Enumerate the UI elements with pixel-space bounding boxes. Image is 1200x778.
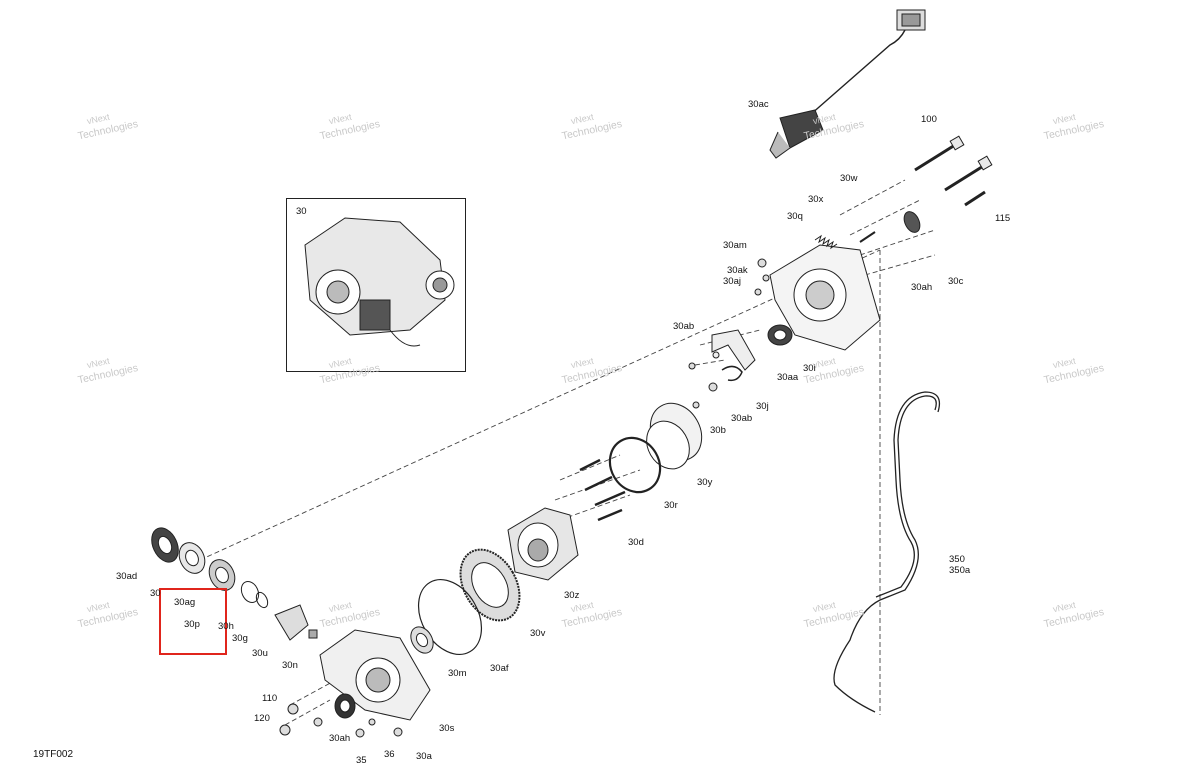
part-label-30aj: 30aj: [723, 276, 741, 287]
inset-assembly-sketch: [304, 217, 455, 347]
part-label-30n: 30n: [282, 660, 298, 671]
shift-fork-30j: [711, 329, 756, 382]
highlight-box: [159, 588, 227, 655]
ring-gear-30v: [459, 548, 521, 622]
bolt-set-30d: [579, 458, 626, 522]
part-label-110: 110: [262, 693, 278, 704]
part-label-30ab-top: 30ab: [673, 321, 695, 332]
part-label-30g: 30g: [232, 633, 248, 644]
part-label-30q: 30q: [787, 211, 803, 222]
part-label-100: 100: [921, 114, 937, 125]
part-label-350a: 350a: [949, 565, 971, 576]
part-label-30ah-bottom: 30ah: [329, 733, 351, 744]
part-label-30i: 30i: [803, 363, 816, 374]
part-label-30ah-top: 30ah: [911, 282, 933, 293]
part-label-30w: 30w: [840, 173, 858, 184]
part-label-30af: 30af: [490, 663, 509, 674]
part-label-30x: 30x: [808, 194, 824, 205]
part-label-30d: 30d: [628, 537, 644, 548]
sleeve-30y: [608, 402, 703, 494]
main-housing-30a: [319, 629, 431, 721]
small-fasteners: [279, 258, 770, 738]
part-label-30v: 30v: [530, 628, 546, 639]
inset-frame: [286, 198, 466, 372]
part-label-30p: 30p: [184, 619, 200, 630]
part-label-30ab-mid: 30ab: [731, 413, 753, 424]
part-label-120: 120: [254, 713, 270, 724]
part-label-30s: 30s: [439, 723, 455, 734]
part-label-30-left: 30: [150, 588, 161, 599]
part-label-30aa: 30aa: [777, 372, 799, 383]
differential-case-30z: [507, 507, 579, 581]
part-label-30r: 30r: [664, 500, 678, 511]
cover-housing: [767, 211, 921, 351]
inset-label: 30: [296, 206, 307, 217]
part-label-30ad: 30ad: [116, 571, 138, 582]
bearing-30m: [410, 626, 434, 654]
part-label-30a: 30a: [416, 751, 432, 762]
long-bolts-100-115: [914, 135, 993, 207]
part-label-30u: 30u: [252, 648, 268, 659]
sensor-harness-30ac: [769, 9, 926, 159]
vent-hose-350: [833, 391, 941, 713]
part-label-30ag: 30ag: [174, 597, 196, 608]
part-label-30c: 30c: [948, 276, 964, 287]
part-label-30ac: 30ac: [748, 99, 769, 110]
part-label-30am: 30am: [723, 240, 747, 251]
pinion-parts: [151, 527, 318, 641]
part-label-30j: 30j: [756, 401, 769, 412]
part-label-30z: 30z: [564, 590, 580, 601]
part-label-30y: 30y: [697, 477, 713, 488]
part-label-30b: 30b: [710, 425, 726, 436]
diagram-code: 19TF002: [33, 749, 74, 760]
part-label-30ak: 30ak: [727, 265, 748, 276]
part-label-35: 35: [356, 755, 367, 766]
part-label-36: 36: [384, 749, 395, 760]
spring-30q: [814, 231, 876, 250]
part-label-115: 115: [995, 213, 1011, 224]
part-label-350: 350: [949, 554, 965, 565]
part-label-30m: 30m: [448, 668, 467, 679]
part-label-30h: 30h: [218, 621, 234, 632]
